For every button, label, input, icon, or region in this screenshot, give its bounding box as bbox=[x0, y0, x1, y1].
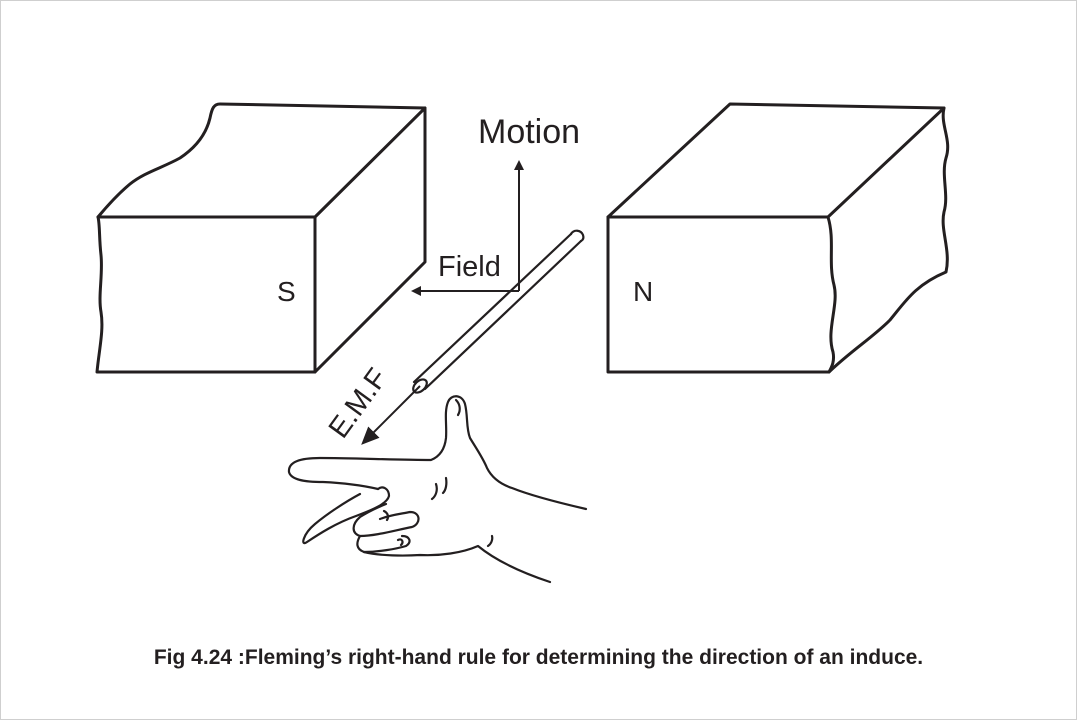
hand-index-finger bbox=[287, 395, 588, 511]
emf-arrow bbox=[361, 385, 421, 445]
hand-thumb-nail bbox=[454, 398, 461, 417]
north-pole-label: N bbox=[633, 276, 653, 307]
north-magnet-top-face bbox=[606, 102, 946, 219]
south-magnet-front-face bbox=[95, 215, 317, 374]
hand-palm-bottom bbox=[362, 544, 552, 584]
south-magnet-side-face bbox=[313, 106, 427, 374]
north-magnet bbox=[606, 102, 950, 374]
figure-caption: Fig 4.24 :Fleming’s right-hand rule for … bbox=[153, 646, 924, 669]
conductor-rod-body bbox=[412, 232, 583, 391]
north-magnet-side-face bbox=[827, 106, 950, 374]
hand-ring-finger bbox=[352, 502, 420, 538]
south-magnet-top-face bbox=[96, 102, 427, 219]
north-magnet-front-face bbox=[606, 215, 837, 374]
hand-creases bbox=[382, 476, 494, 548]
emf-label: E.M.F bbox=[323, 363, 394, 444]
hand-middle-finger bbox=[302, 486, 391, 545]
conductor-rod bbox=[412, 229, 585, 394]
south-pole-label: S bbox=[277, 276, 296, 307]
right-hand-illustration bbox=[287, 395, 588, 584]
motion-label: Motion bbox=[478, 113, 580, 151]
south-magnet bbox=[95, 102, 427, 374]
conductor-rod-top-cap bbox=[569, 229, 585, 243]
hand-little-finger bbox=[356, 534, 411, 554]
field-label: Field bbox=[438, 251, 501, 283]
